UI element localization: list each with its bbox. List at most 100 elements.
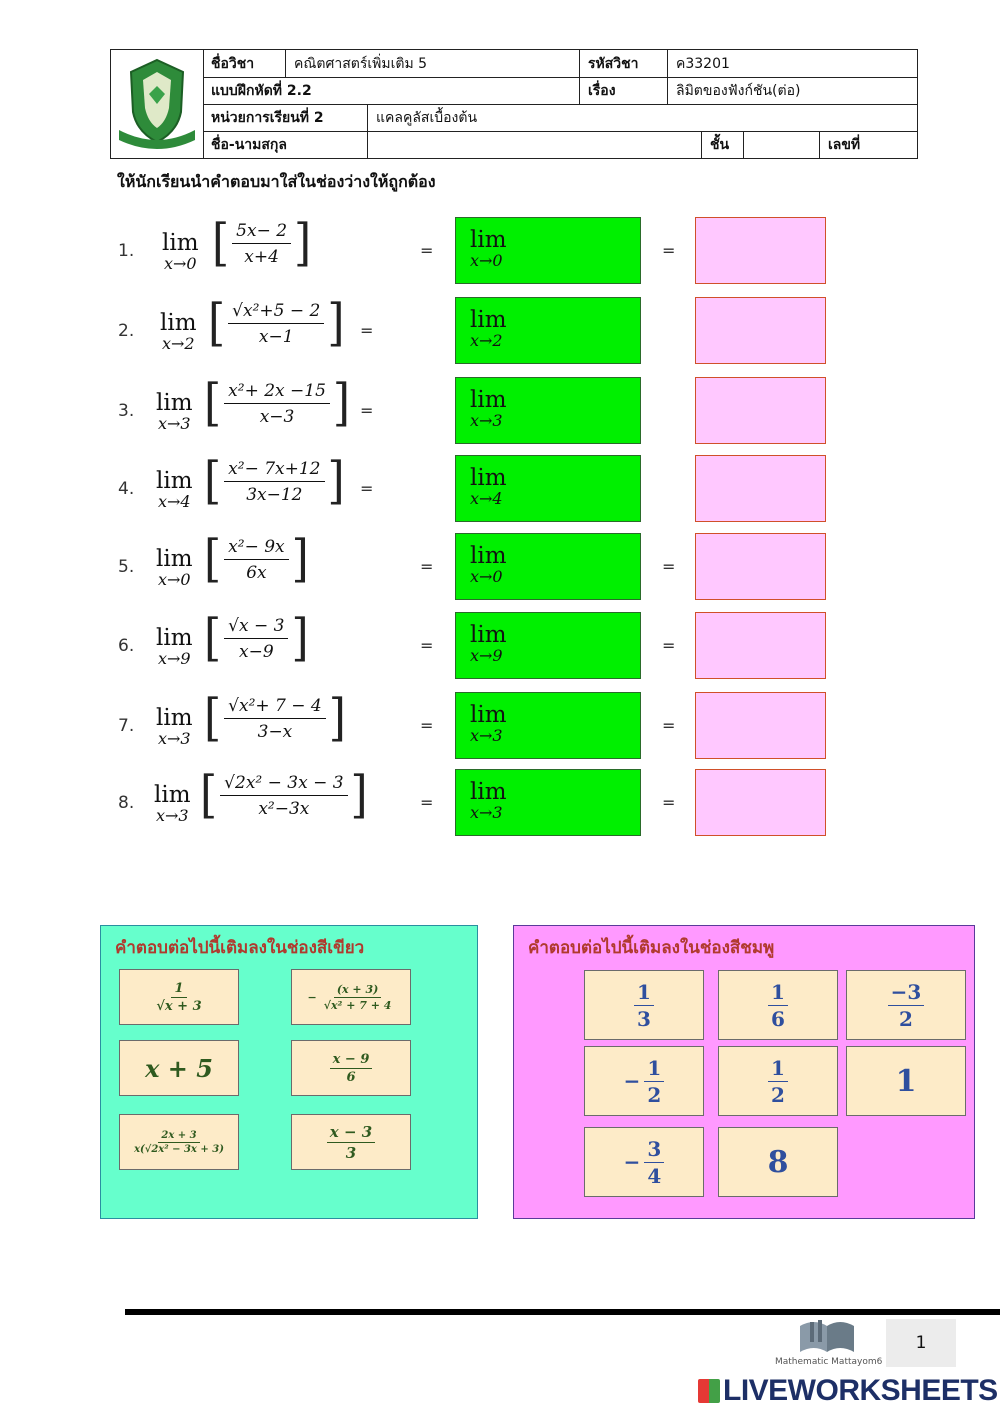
equals-sign: =	[420, 241, 434, 260]
lim-subscript: x→4	[470, 489, 503, 508]
problem-number: 7.	[118, 716, 135, 736]
card-denominator: 6	[771, 1006, 785, 1031]
fraction-denominator: x²−3x	[258, 799, 310, 819]
lim-word: lim	[156, 625, 193, 651]
lim-word: lim	[470, 465, 507, 491]
card-minus-sign: −	[307, 990, 317, 1004]
card-minus-sign: −	[623, 1150, 641, 1174]
lim-subscript: x→2	[161, 334, 195, 353]
pink-answer-box[interactable]	[695, 297, 826, 364]
lim-word: lim	[470, 387, 507, 413]
pink-answer-box[interactable]	[695, 377, 826, 444]
fraction-denominator: x−9	[238, 642, 274, 662]
fraction-numerator: x²+ 2x −15	[224, 381, 330, 404]
lim-subscript: x→0	[157, 570, 191, 589]
fraction-numerator: √x²+ 7 − 4	[224, 696, 326, 719]
pink-answer-box[interactable]	[695, 612, 826, 679]
fraction-denominator: 3−x	[257, 722, 293, 742]
card-numerator: 1	[634, 980, 654, 1006]
lim-subscript: x→0	[470, 251, 503, 270]
unit-value: แคลคูลัสเบื้องต้น	[367, 104, 917, 131]
school-logo	[111, 50, 204, 158]
answer-card[interactable]: x + 5	[119, 1040, 239, 1096]
topic-label: เรื่อง	[579, 77, 667, 104]
name-field[interactable]	[367, 131, 701, 158]
lim-subscript: x→3	[470, 726, 503, 745]
lim-word: lim	[162, 230, 199, 256]
equals-sign: =	[662, 793, 676, 812]
problem-number: 8.	[118, 793, 135, 813]
card-numerator: 1	[171, 981, 187, 998]
unit-label: หน่วยการเรียนที่ 2	[211, 109, 324, 126]
topic-value: ลิมิตของฟังก์ชัน(ต่อ)	[667, 77, 917, 104]
card-denominator: √x² + 7 + 4	[323, 998, 392, 1012]
book-logo-icon	[796, 1318, 858, 1362]
lim-word: lim	[470, 779, 507, 805]
problem-number: 2.	[118, 321, 135, 341]
lim-subscript: x→2	[470, 331, 503, 350]
problem-number: 1.	[118, 241, 135, 261]
pink-answer-box[interactable]	[695, 769, 826, 836]
lim-word: lim	[470, 307, 507, 333]
fraction-denominator: x+4	[244, 247, 279, 267]
answer-card[interactable]: 1	[846, 1046, 966, 1116]
answer-card[interactable]: 8	[718, 1127, 838, 1197]
instruction: ให้นักเรียนนำคำตอบมาใส่ในช่องว่างให้ถูกต…	[117, 172, 436, 191]
lim-word: lim	[156, 546, 193, 572]
school-caption: Mathematic Mattayom6	[775, 1357, 883, 1367]
pink-answer-box[interactable]	[695, 692, 826, 759]
pink-answer-box[interactable]	[695, 533, 826, 600]
equals-sign: =	[420, 716, 434, 735]
card-denominator: 2	[647, 1082, 662, 1107]
card-numerator: (x + 3)	[333, 983, 382, 998]
card-fraction: 1√x + 3	[153, 981, 204, 1014]
pink-answer-box[interactable]	[695, 455, 826, 522]
lim-word: lim	[470, 543, 507, 569]
card-numerator: 1	[644, 1056, 665, 1082]
liveworksheets-logo[interactable]: LIVEWORKSHEETS	[698, 1374, 998, 1408]
equals-sign: =	[420, 636, 434, 655]
answer-card[interactable]: − (x + 3)√x² + 7 + 4	[291, 969, 411, 1025]
pink-answer-box[interactable]	[695, 217, 826, 284]
answer-card[interactable]: 1√x + 3	[119, 969, 239, 1025]
card-minus-sign: −	[623, 1069, 641, 1093]
class-field[interactable]	[743, 131, 819, 158]
card-value: 8	[767, 1144, 789, 1180]
card-numerator: −3	[887, 980, 925, 1006]
fraction-numerator: √x²+5 − 2	[228, 301, 325, 324]
